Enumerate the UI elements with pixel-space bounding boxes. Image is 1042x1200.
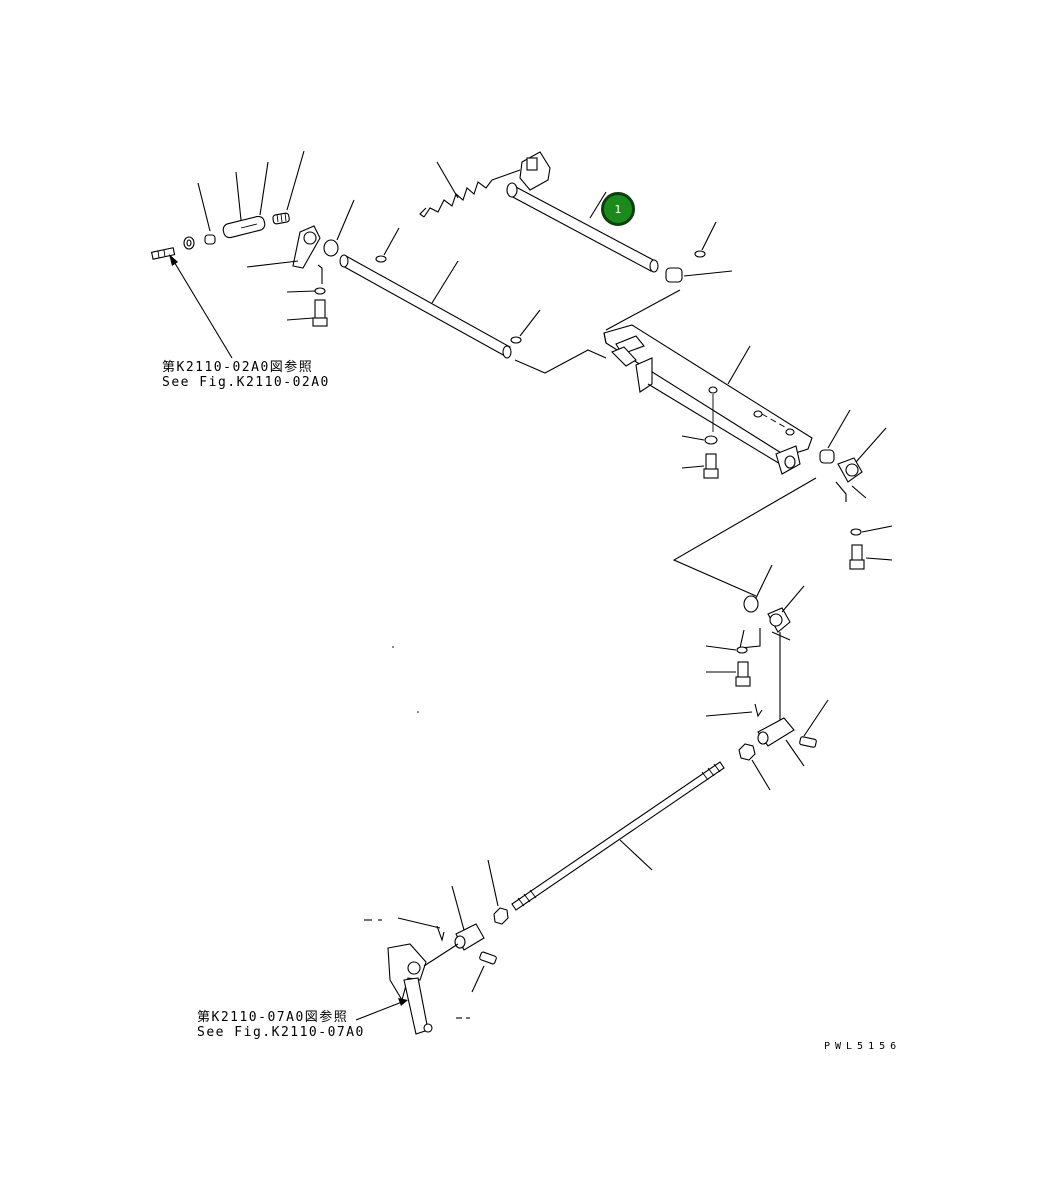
bracket-plate <box>514 289 813 479</box>
item-callout-number: 1 <box>614 202 622 216</box>
reference-label-bottom-en: See Fig.K2110-07A0 <box>197 1025 365 1040</box>
long-rod <box>511 761 725 911</box>
bottom-part-cluster <box>355 859 509 1035</box>
spring-and-shaft <box>419 151 733 283</box>
reference-label-bottom-jp: 第K2110-07A0図参照 <box>197 1010 349 1025</box>
reference-label-top: 第K2110-02A0図参照 See Fig.K2110-02A0 <box>162 360 330 390</box>
reference-label-bottom: 第K2110-07A0図参照 See Fig.K2110-07A0 <box>197 1010 365 1040</box>
reference-label-top-en: See Fig.K2110-02A0 <box>162 375 330 390</box>
left-part-cluster <box>150 150 355 359</box>
reference-label-top-jp: 第K2110-02A0図参照 <box>162 360 314 375</box>
item-callout-badge[interactable]: 1 <box>601 192 635 226</box>
shaft-left <box>339 227 541 359</box>
right-part-cluster <box>672 409 893 597</box>
drawing-code: PWL5156 <box>824 1041 902 1052</box>
middle-right-cluster <box>705 564 829 791</box>
